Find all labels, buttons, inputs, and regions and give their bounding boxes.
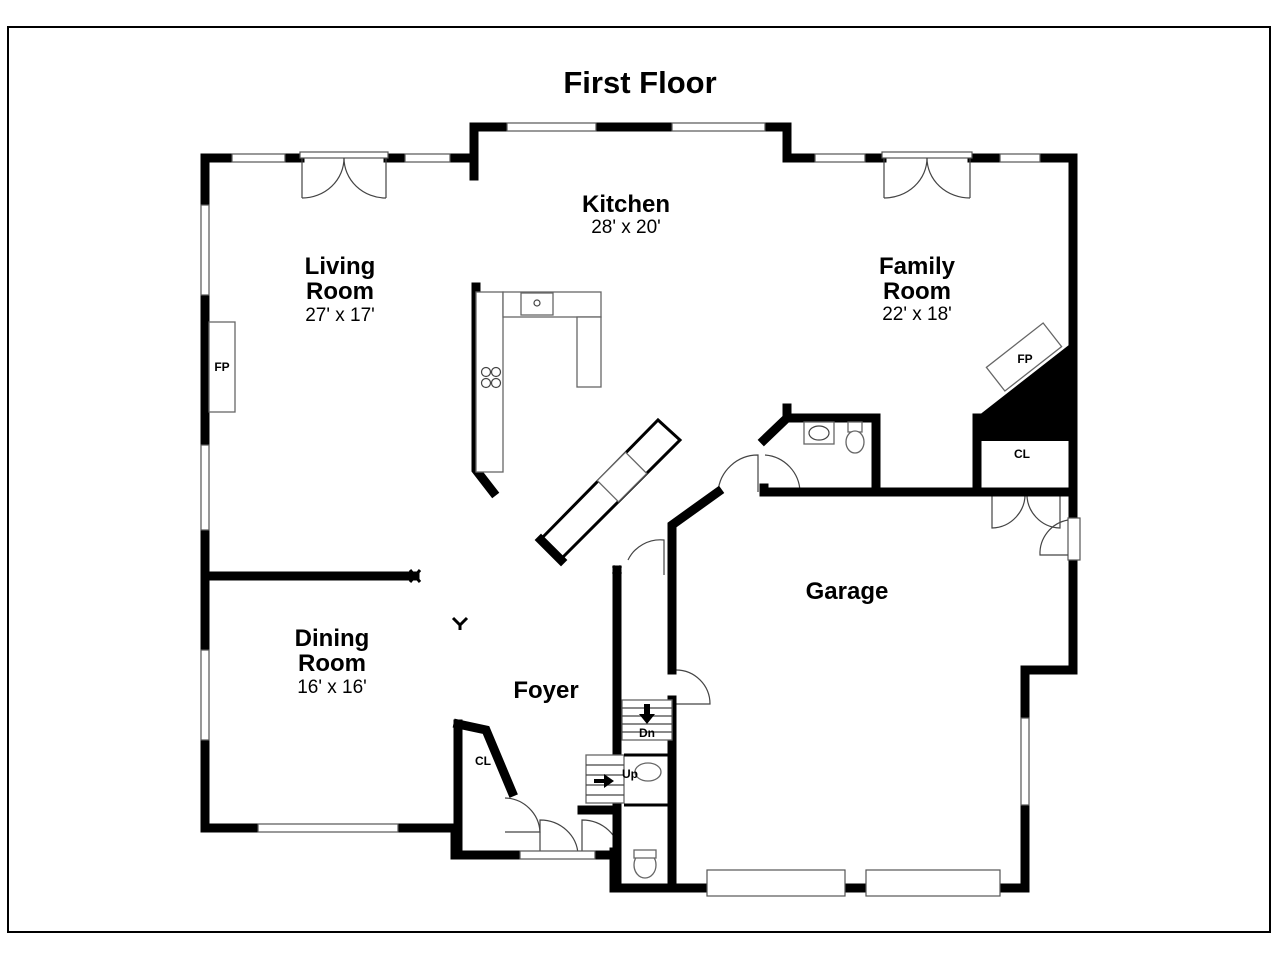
cl-foyer-label: CL — [475, 754, 491, 768]
living-name-line1: Living — [305, 253, 376, 280]
windows — [200, 122, 1041, 897]
cl-family-label: CL — [1014, 447, 1030, 461]
floor-title: First Floor — [563, 65, 716, 100]
family-dims: 22' x 18' — [882, 304, 952, 325]
living-dims: 27' x 17' — [305, 305, 375, 326]
stairs-up-label: Up — [622, 767, 638, 781]
fireplace-living — [208, 321, 236, 413]
page-border — [7, 26, 1271, 933]
family-name-line1: Family — [879, 253, 956, 280]
room-labels: Kitchen 28' x 20' Living Room 27' x 17' … — [214, 191, 1032, 781]
fp-family-label: FP — [1017, 352, 1032, 366]
fp-living-label: FP — [214, 360, 229, 374]
stairs-down-label: Dn — [639, 726, 655, 740]
kitchen-dims: 28' x 20' — [591, 217, 661, 238]
dining-dims: 16' x 16' — [297, 677, 367, 698]
garage-name: Garage — [806, 578, 889, 605]
kitchen-name: Kitchen — [582, 191, 670, 218]
family-name-line2: Room — [883, 278, 951, 305]
dining-name-line1: Dining — [295, 625, 370, 652]
doors — [299, 151, 1081, 860]
living-name-line2: Room — [306, 278, 374, 305]
dining-name-line2: Room — [298, 650, 366, 677]
interior-walls — [200, 282, 1078, 893]
foyer-name: Foyer — [513, 677, 578, 704]
